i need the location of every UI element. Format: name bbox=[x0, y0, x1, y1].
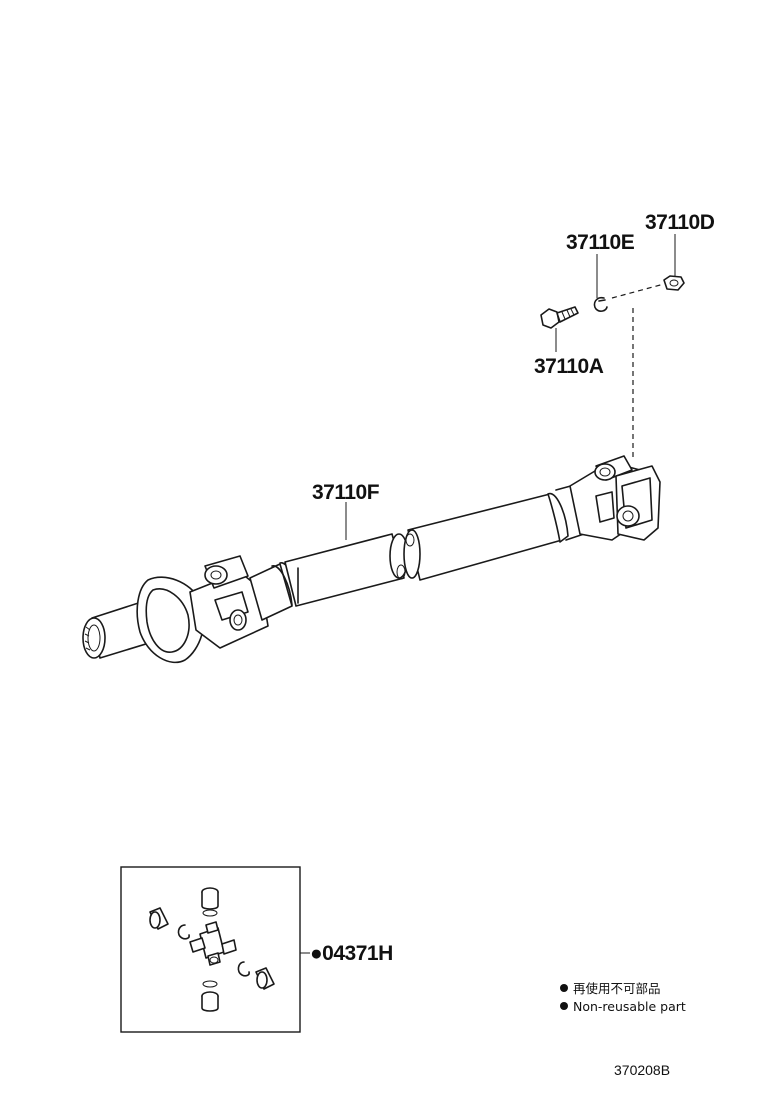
bolt-37110A-drawing bbox=[540, 306, 579, 329]
diagram-code: 370208B bbox=[614, 1062, 670, 1078]
label-04371H: ●04371H bbox=[310, 942, 393, 965]
legend-english: Non-reusable part bbox=[573, 999, 686, 1014]
washer-37110E-drawing bbox=[593, 296, 608, 312]
legend-bullet-icon bbox=[560, 1002, 568, 1010]
dash-line-e-d bbox=[611, 283, 665, 299]
label-37110F: 37110F bbox=[312, 481, 380, 504]
legend-japanese: 再使用不可部品 bbox=[573, 981, 661, 996]
label-37110E: 37110E bbox=[566, 231, 635, 254]
label-37110D: 37110D bbox=[645, 211, 715, 234]
nut-37110D-drawing bbox=[663, 275, 685, 291]
propeller-shaft-drawing bbox=[82, 455, 661, 664]
label-37110A: 37110A bbox=[534, 355, 604, 378]
universal-joint-kit-drawing bbox=[149, 887, 275, 1012]
legend-bullet-icon bbox=[560, 984, 568, 992]
kit-box bbox=[120, 866, 301, 1033]
